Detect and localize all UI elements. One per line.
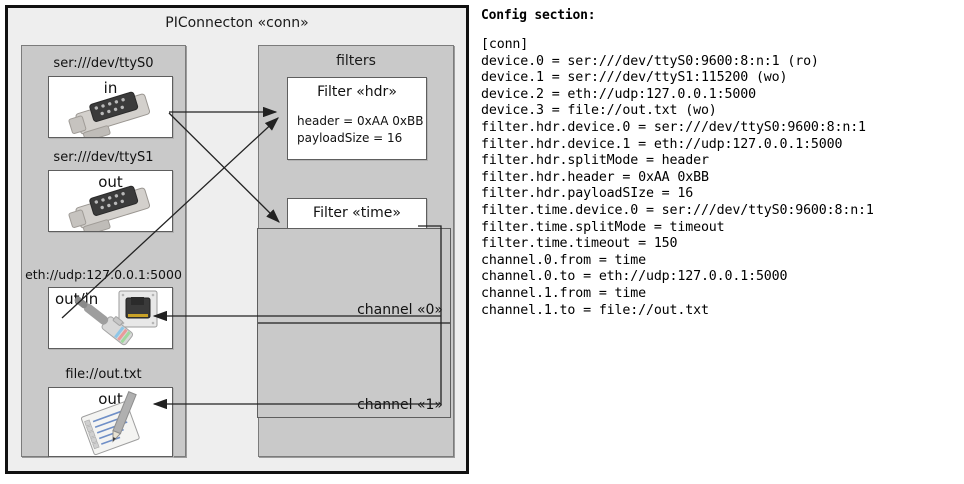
config-line: channel.1.to = file://out.txt (481, 302, 709, 318)
config-line: filter.hdr.splitMode = header (481, 153, 709, 169)
device-label-eth: eth://udp:127.0.0.1:5000 (25, 267, 182, 282)
config-heading: Config section: (481, 8, 596, 23)
channel-box-1[interactable]: channel «1» (257, 323, 451, 418)
device-label-ttys0: ser:///dev/ttyS0 (53, 56, 154, 71)
filter-title-time: Filter «time» (313, 205, 401, 221)
device-box-eth[interactable]: out/in (48, 287, 173, 349)
device-box-file[interactable]: out (48, 387, 173, 457)
device-direction-ttys0: in (103, 79, 118, 97)
diagram-title: PIConnecton «conn» (165, 15, 309, 31)
ethernet-rj45-icon (74, 290, 158, 346)
device-direction-file: out (98, 390, 123, 408)
filter-box-hdr[interactable]: Filter «hdr» header = 0xAA 0xBB payloadS… (287, 77, 427, 160)
device-box-ttys0[interactable]: in (48, 76, 173, 138)
filters-panel: filters Filter «hdr» header = 0xAA 0xBB … (257, 45, 454, 457)
serial-db9-icon (68, 91, 151, 137)
filter-title-hdr: Filter «hdr» (317, 84, 397, 100)
filter-prop-hdr-header: header = 0xAA 0xBB (297, 114, 424, 128)
config-line: filter.time.splitMode = timeout (481, 219, 725, 235)
device-label-file: file://out.txt (65, 367, 142, 382)
config-line: filter.hdr.header = 0xAA 0xBB (481, 169, 709, 185)
config-line: device.3 = file://out.txt (wo) (481, 103, 717, 119)
config-line: filter.hdr.device.1 = eth://udp:127.0.0.… (481, 136, 843, 152)
config-line: channel.0.to = eth://udp:127.0.0.1:5000 (481, 269, 788, 285)
config-line: filter.time.device.0 = ser:///dev/ttyS0:… (481, 202, 874, 218)
devices-panel: ser:///dev/ttyS0 in (21, 45, 186, 457)
config-line: channel.1.from = time (481, 285, 646, 301)
config-line: channel.0.from = time (481, 252, 646, 268)
filter-prop-hdr-payloadsize: payloadSize = 16 (297, 131, 403, 145)
device-label-ttys1: ser:///dev/ttyS1 (53, 150, 154, 165)
config-line: filter.hdr.device.0 = ser:///dev/ttyS0:9… (481, 119, 866, 135)
channel-label-1: channel «1» (357, 397, 443, 413)
config-line: device.2 = eth://udp:127.0.0.1:5000 (481, 86, 756, 102)
config-lines: [conn]device.0 = ser:///dev/ttyS0:9600:8… (481, 37, 961, 319)
device-box-ttys1[interactable]: out (48, 170, 173, 232)
diagram-frame: PIConnecton «conn» ser:///dev/ttyS0 in (5, 5, 469, 474)
channel-label-0: channel «0» (357, 302, 443, 318)
text-file-pencil-icon (80, 391, 140, 456)
config-line: device.1 = ser:///dev/ttyS1:115200 (wo) (481, 70, 788, 86)
config-line: device.0 = ser:///dev/ttyS0:9600:8:n:1 (… (481, 53, 819, 69)
config-line: filter.time.timeout = 150 (481, 236, 678, 252)
config-line: [conn] (481, 37, 529, 52)
channel-box-0[interactable]: channel «0» (257, 228, 451, 323)
filters-panel-title: filters (336, 53, 376, 69)
config-line: filter.hdr.payloadSIze = 16 (481, 186, 694, 202)
config-section: Config section: [conn]device.0 = ser:///… (481, 8, 961, 319)
serial-db9-icon (68, 185, 151, 231)
